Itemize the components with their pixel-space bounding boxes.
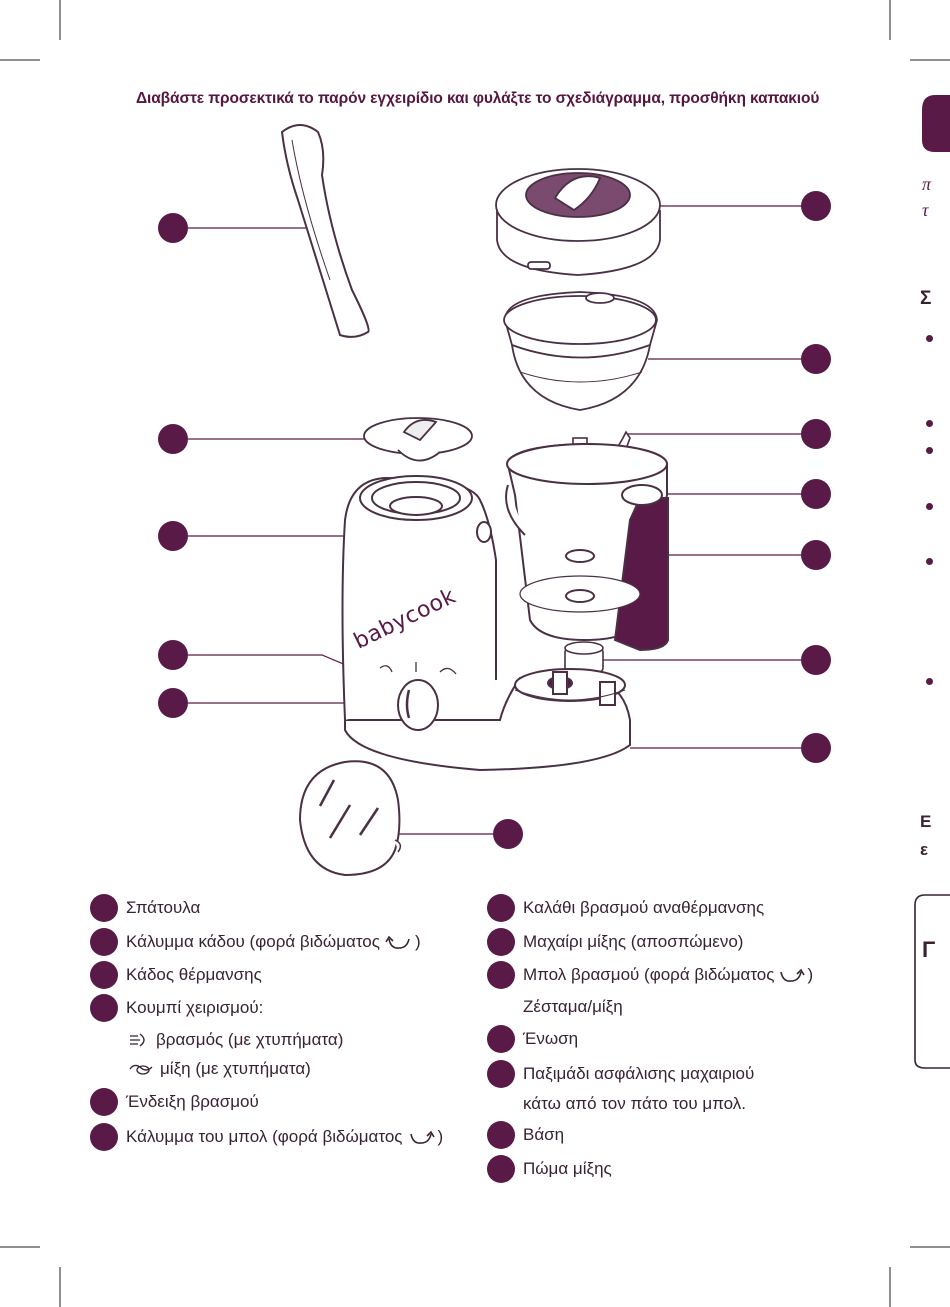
side-bullet (926, 503, 933, 510)
legend-label-line2: Ζέσταμα/μίξη (523, 997, 623, 1016)
side-heading-2: Ε (920, 812, 932, 831)
legend-item-blending-lid: Πώμα μίξης (487, 1155, 612, 1183)
clockwise-arrow-icon (780, 968, 806, 982)
legend-dot (487, 1155, 515, 1183)
legend-label: Μπολ βρασμού (φορά βιδώματος (523, 965, 775, 984)
legend-item-base: Βάση (487, 1121, 565, 1149)
legend-dot (487, 928, 515, 956)
legend-item-lock-nut: Παξιμάδι ασφάλισης μαχαιριού (487, 1060, 755, 1088)
side-bullet (926, 335, 933, 342)
side-heading-1: Σ (920, 288, 932, 309)
side-bullet (926, 447, 933, 454)
bowl-lid-illustration (495, 168, 661, 276)
legend-item-bowl-lid: Κάλυμμα του μπολ (φορά βιδώματος ) (90, 1123, 444, 1151)
legend-label: Κάλυμμα κάδου (φορά βιδώματος (126, 932, 380, 951)
legend-dot (487, 1025, 515, 1053)
legend-label: Ένωση (523, 1029, 579, 1048)
side-fragment-1: π (922, 174, 932, 194)
legend-label-suffix: ) (414, 932, 421, 951)
legend-label-line2: κάτω από τον πάτο του μπολ. (523, 1094, 747, 1113)
legend-dot (90, 928, 118, 956)
blending-lid-illustration (298, 760, 402, 877)
legend-label: Ένδειξη βρασμού (126, 1092, 259, 1111)
side-fragment-2: τ (922, 200, 929, 220)
coupling-illustration (564, 641, 604, 673)
legend-label: Σπάτουλα (126, 898, 201, 917)
side-bullet (926, 420, 933, 427)
leader-lines (188, 205, 805, 835)
legend-label: Καλάθι βρασμού αναθέρμανσης (523, 898, 765, 917)
legend-dot (487, 894, 515, 922)
legend-item-heating-tank: Κάδος θέρμανσης (90, 961, 262, 989)
spatula-illustration (280, 124, 370, 338)
legend-dot (90, 894, 118, 922)
legend-item-steam-basket: Καλάθι βρασμού αναθέρμανσης (487, 894, 765, 922)
side-box-outline (914, 894, 950, 1069)
legend-label: Βάση (523, 1125, 565, 1144)
side-bullet (926, 678, 933, 685)
base-illustration (341, 475, 631, 772)
dial-icons (379, 662, 457, 675)
legend-label: Πώμα μίξης (523, 1159, 612, 1178)
legend-item-coupling: Ένωση (487, 1025, 579, 1053)
legend-item-spatula: Σπάτουλα (90, 894, 201, 922)
legend-label-suffix: ) (437, 1127, 444, 1146)
legend-dot (487, 1121, 515, 1149)
base-rim-details (514, 689, 626, 701)
legend-item-blade: Μαχαίρι μίξης (αποσπώμενο) (487, 928, 744, 956)
tank-cover-illustration (363, 417, 473, 462)
legend-item-lock-nut-line2: κάτω από τον πάτο του μπολ. (523, 1093, 746, 1115)
legend-dot (90, 1123, 118, 1151)
callout-dots (158, 191, 831, 849)
counterclockwise-arrow-icon (385, 935, 410, 949)
page-title: Διαβάστε προσεκτικά το παρόν εγχειρίδιο … (136, 90, 820, 107)
legend-dot (487, 1060, 515, 1088)
legend-item-control-button: Κουμπί χειρισμού: (90, 994, 264, 1022)
control-option-steam: βρασμός (με χτυπήματα) (128, 1029, 343, 1051)
page-tab (922, 95, 950, 152)
legend-item-steaming-bowl: Μπολ βρασμού (φορά βιδώματος ) (487, 961, 814, 989)
legend-dot (90, 961, 118, 989)
legend-label: Κάλυμμα του μπολ (φορά βιδώματος (126, 1127, 403, 1146)
legend-label: Παξιμάδι ασφάλισης μαχαιριού (523, 1064, 755, 1083)
legend-item-steaming-bowl-line2: Ζέσταμα/μίξη (523, 996, 623, 1018)
control-option-label: βρασμός (με χτυπήματα) (156, 1030, 344, 1049)
legend-label: Κάδος θέρμανσης (126, 965, 262, 984)
steam-icon (130, 1033, 145, 1047)
side-bullet (926, 558, 933, 565)
clockwise-arrow-icon (410, 1130, 436, 1144)
bowl-illustration (505, 442, 669, 652)
control-option-label: μίξη (με χτυπήματα) (160, 1059, 311, 1078)
legend-item-steam-indicator: Ένδειξη βρασμού (90, 1088, 259, 1116)
legend-label-suffix: ) (807, 965, 814, 984)
blend-icon (129, 1064, 153, 1075)
steam-basket-illustration (503, 291, 658, 411)
legend-dot (90, 994, 118, 1022)
side-fragment-3: ε (920, 840, 929, 859)
control-option-blend: μίξη (με χτυπήματα) (128, 1058, 311, 1080)
side-heading-3: Γ (922, 937, 936, 962)
legend-label: Μαχαίρι μίξης (αποσπώμενο) (523, 932, 744, 951)
legend-label: Κουμπί χειρισμού: (126, 998, 264, 1017)
legend-dot (487, 961, 515, 989)
legend-item-tank-cover: Κάλυμμα κάδου (φορά βιδώματος ) (90, 928, 421, 956)
legend-dot (90, 1088, 118, 1116)
